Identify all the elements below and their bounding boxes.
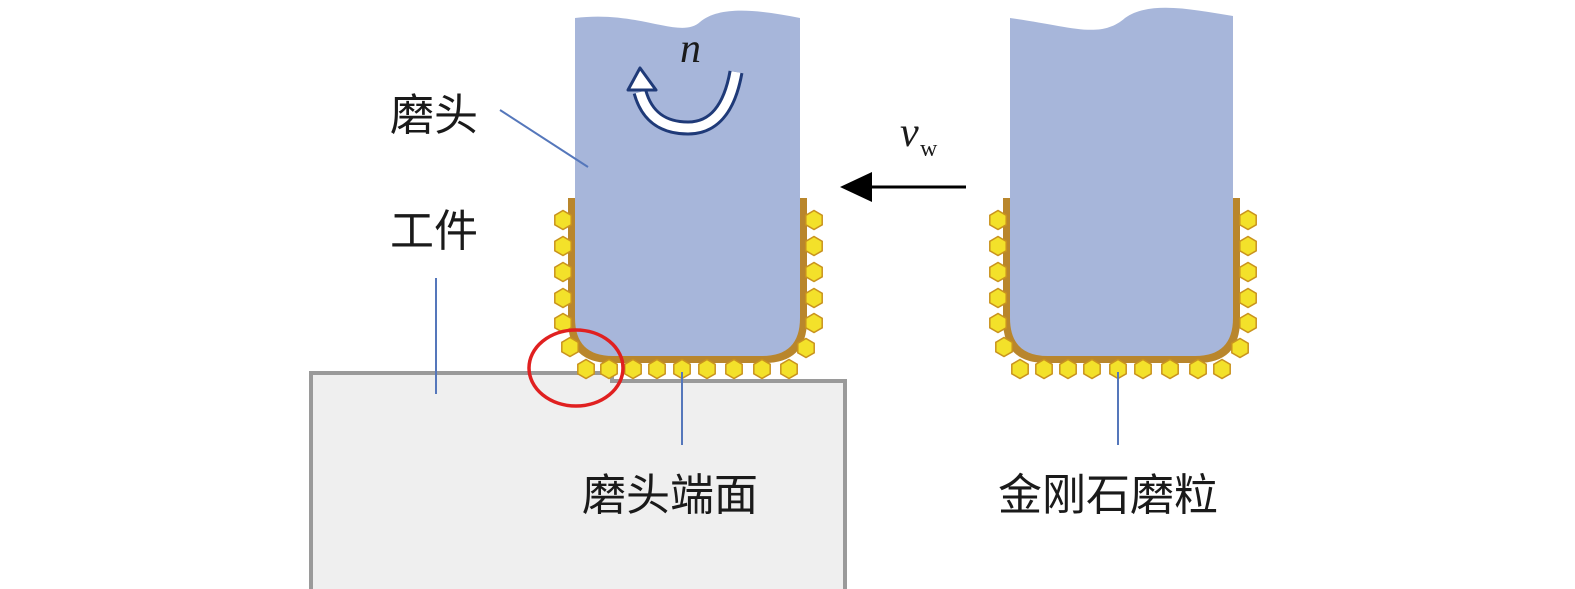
diamond-grit: [1035, 358, 1053, 380]
tool-body-left: [575, 10, 800, 356]
diamond-grit: [577, 358, 595, 380]
label-feed-velocity-subscript: w: [920, 136, 938, 162]
label-head-end-face: 磨头端面: [582, 470, 758, 521]
diamond-grit: [753, 358, 771, 380]
diamond-grit: [1239, 312, 1257, 334]
diamond-grit: [995, 336, 1013, 358]
diamond-grit: [989, 287, 1007, 309]
grinding-head-left: [568, 10, 807, 363]
label-feed-velocity: v: [900, 110, 919, 156]
diamond-grit: [1011, 358, 1029, 380]
diamond-grit: [989, 209, 1007, 231]
diamond-grit: [780, 358, 798, 380]
diamond-grit: [1239, 235, 1257, 257]
leader-line-grinding-head: [499, 109, 589, 168]
diamond-grit: [648, 358, 666, 380]
curved-rotation-arrow-icon: [626, 66, 744, 136]
diamond-grit: [1083, 358, 1101, 380]
diamond-grit: [1231, 337, 1249, 359]
diamond-grit: [805, 209, 823, 231]
diamond-grit: [1189, 358, 1207, 380]
diamond-grit: [805, 235, 823, 257]
diamond-grit: [1213, 358, 1231, 380]
diamond-grit: [805, 312, 823, 334]
diamond-grit: [698, 358, 716, 380]
diamond-grit: [561, 336, 579, 358]
left-arrow-icon: [840, 172, 966, 202]
diamond-grit: [989, 235, 1007, 257]
diamond-grit: [805, 287, 823, 309]
diamond-grit: [1161, 358, 1179, 380]
diamond-grit: [554, 235, 572, 257]
diamond-grit: [1239, 287, 1257, 309]
diamond-grit: [725, 358, 743, 380]
diamond-grit-particles: [554, 209, 1257, 380]
grinding-head-right: [1003, 7, 1240, 363]
diamond-grit: [600, 358, 618, 380]
diamond-grit: [554, 261, 572, 283]
diamond-grit: [805, 261, 823, 283]
diamond-grit: [1134, 358, 1152, 380]
diamond-grit: [624, 358, 642, 380]
label-workpiece: 工件: [390, 206, 478, 257]
label-rotation-speed: n: [680, 26, 701, 72]
diamond-grit: [1059, 358, 1077, 380]
diamond-grit: [1239, 261, 1257, 283]
diamond-grit: [554, 209, 572, 231]
diamond-grit: [989, 312, 1007, 334]
contact-highlight-circle: [527, 328, 625, 408]
diamond-grit: [1239, 209, 1257, 231]
tool-body-right: [1010, 7, 1233, 356]
diamond-grit: [554, 287, 572, 309]
label-diamond-grit: 金刚石磨粒: [998, 470, 1218, 521]
label-grinding-head: 磨头: [390, 90, 478, 141]
diamond-grit: [989, 261, 1007, 283]
diamond-grit: [797, 337, 815, 359]
